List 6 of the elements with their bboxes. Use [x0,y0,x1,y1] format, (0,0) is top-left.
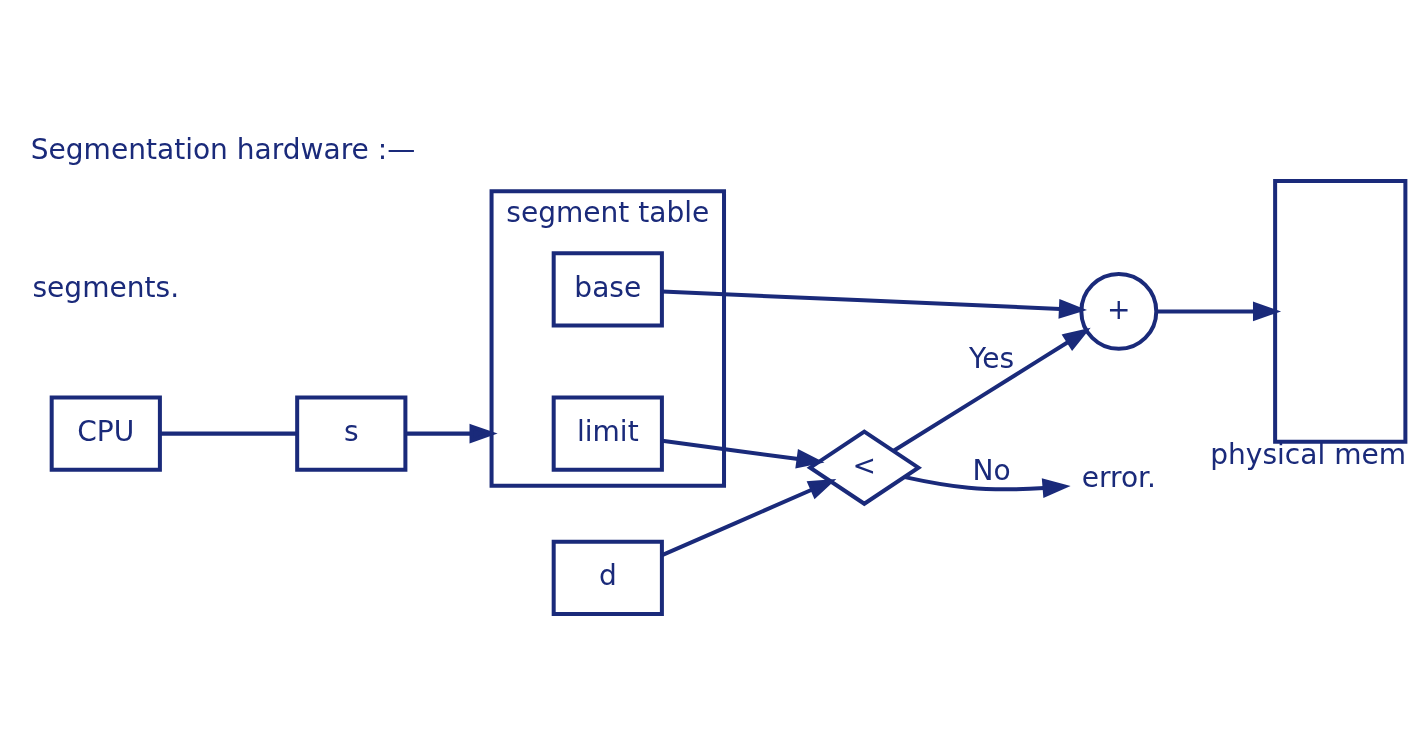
node-label: physical mem [1210,437,1407,471]
node-text: error. [1081,460,1156,494]
edge-label: No [972,453,1011,487]
diagram-title: Segmentation hardware :— [30,132,416,166]
edge-label: Yes [968,341,1015,375]
label: segments. [32,270,180,304]
